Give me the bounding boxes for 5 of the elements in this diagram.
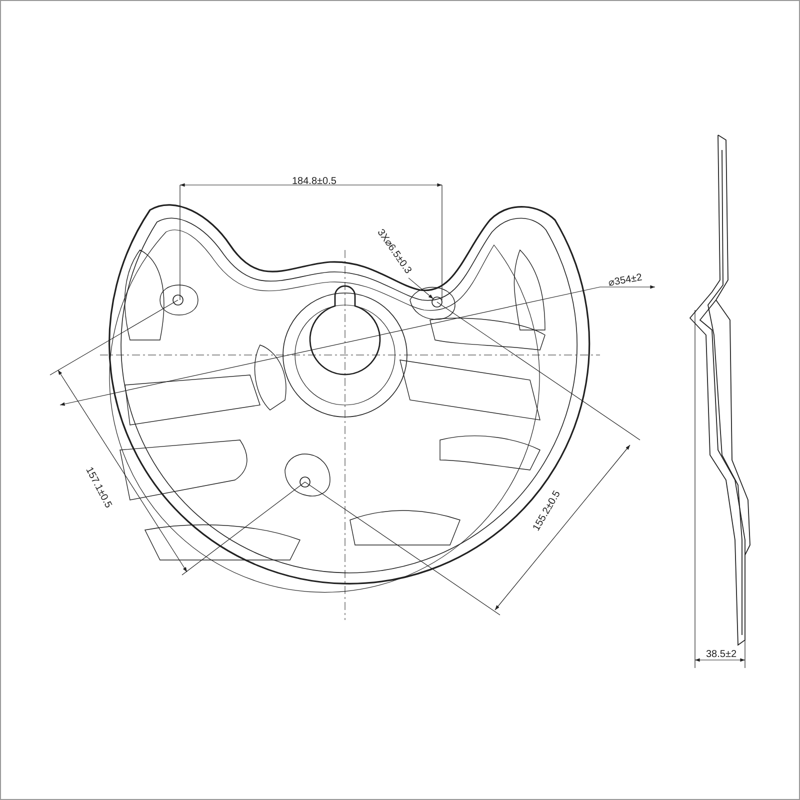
mounting-hole (432, 296, 442, 308)
dimension-label: ⌀354±2 (608, 273, 643, 289)
dimension-label: 184.8±0.5 (292, 177, 336, 187)
leader-line (408, 278, 434, 300)
dimension-label: 38.5±2 (706, 650, 737, 660)
